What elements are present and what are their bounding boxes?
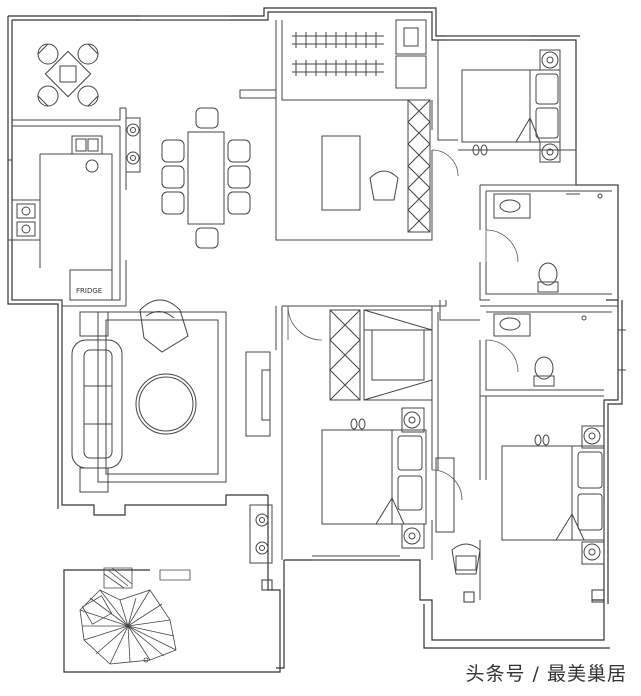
- bedroom-middle: [322, 310, 454, 548]
- balcony-table-set: [38, 44, 98, 106]
- watermark: 头条号 / 最美巢居: [465, 663, 627, 685]
- study-room: [292, 20, 430, 232]
- dining-table: [126, 108, 250, 248]
- balcony-umbrella-set: [80, 568, 190, 664]
- bedroom-bottom-right: [452, 426, 604, 574]
- interior-walls: [8, 16, 626, 600]
- kitchen: FRIDGE: [12, 136, 112, 300]
- fridge-label: FRIDGE: [76, 287, 102, 295]
- bathroom-2: [494, 314, 586, 386]
- doors: [288, 150, 518, 500]
- bedroom-top-right: [462, 50, 560, 162]
- bathroom-1: [494, 194, 602, 292]
- living-room: [72, 300, 272, 563]
- columns: [262, 580, 604, 602]
